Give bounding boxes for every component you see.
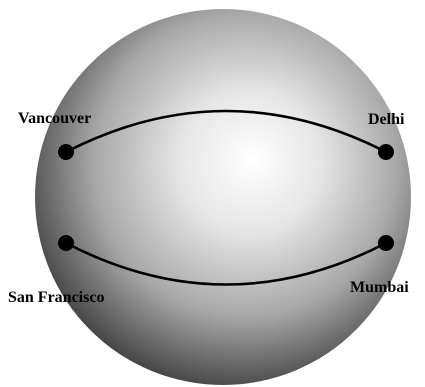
marker-mumbai bbox=[378, 235, 394, 251]
label-vancouver: Vancouver bbox=[18, 110, 91, 127]
marker-vancouver bbox=[58, 144, 74, 160]
label-mumbai: Mumbai bbox=[350, 279, 409, 296]
label-delhi: Delhi bbox=[368, 111, 405, 128]
label-san-francisco: San Francisco bbox=[8, 289, 104, 306]
sphere bbox=[35, 9, 411, 385]
marker-delhi bbox=[378, 144, 394, 160]
marker-san-francisco bbox=[58, 235, 74, 251]
